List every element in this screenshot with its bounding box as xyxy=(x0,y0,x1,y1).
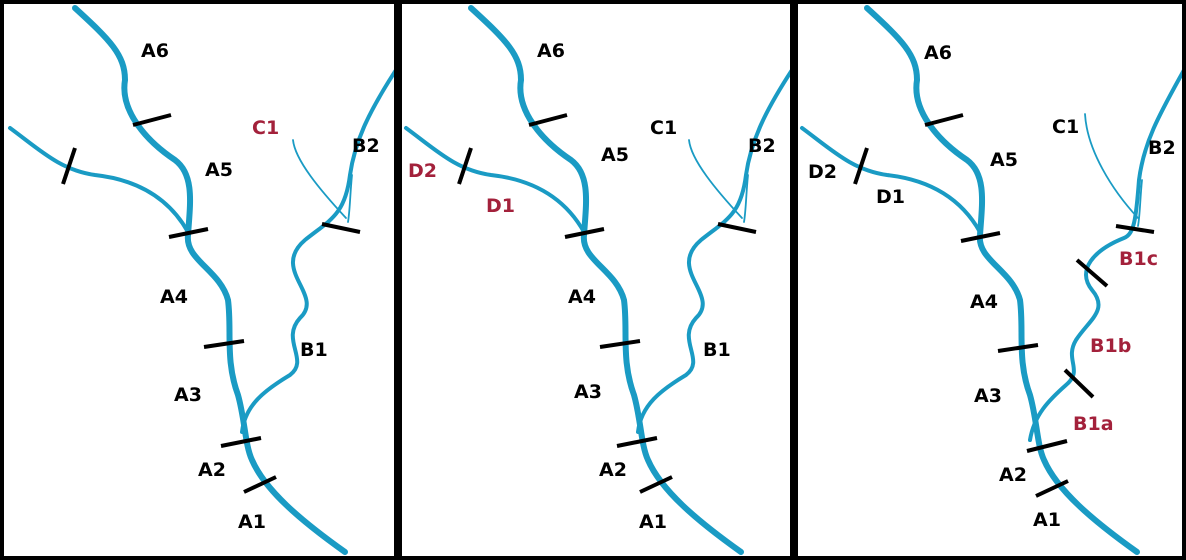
label-b2: B2 xyxy=(1148,137,1176,159)
stream-d xyxy=(8,126,190,234)
river-diagram-3: A6 A5 A4 A3 A2 A1 B1a B1b B1c B2 C1 D1 D… xyxy=(800,5,1182,555)
divider-d1-d2 xyxy=(61,147,77,185)
divider-a4-a5 xyxy=(168,227,209,239)
divider-a5-a6 xyxy=(528,113,568,127)
stream-c-2 xyxy=(347,174,353,223)
label-a3: A3 xyxy=(574,381,602,403)
stream-b xyxy=(240,69,394,434)
label-a2: A2 xyxy=(999,464,1027,486)
divider-a4-a5 xyxy=(564,227,605,239)
divider-b1c-b2 xyxy=(1115,224,1155,234)
label-a6: A6 xyxy=(537,40,565,62)
divider-d1-d2 xyxy=(457,147,473,185)
label-a4: A4 xyxy=(970,291,998,313)
stream-d xyxy=(404,126,586,234)
label-b1: B1 xyxy=(300,339,328,361)
label-a3: A3 xyxy=(974,385,1002,407)
label-a2: A2 xyxy=(198,459,226,481)
label-a5: A5 xyxy=(205,159,233,181)
label-a5: A5 xyxy=(601,144,629,166)
divider-a1-a2 xyxy=(1035,479,1069,498)
stream-d xyxy=(800,126,982,234)
divider-a4-a5 xyxy=(960,231,1001,243)
label-a3: A3 xyxy=(174,384,202,406)
stream-b xyxy=(1028,69,1182,442)
label-d1: D1 xyxy=(486,195,515,217)
divider-a1-a2 xyxy=(639,475,673,494)
label-a2: A2 xyxy=(599,459,627,481)
label-c1: C1 xyxy=(650,117,677,139)
divider-b1a-b1b xyxy=(1063,368,1095,399)
label-d2: D2 xyxy=(808,161,837,183)
divider-d1-d2 xyxy=(853,147,869,185)
stream-c-2 xyxy=(1137,179,1143,227)
label-c1: C1 xyxy=(1052,116,1079,138)
stream-b xyxy=(636,69,790,434)
divider-a2-a3 xyxy=(616,436,658,448)
divider-a5-a6 xyxy=(924,113,964,127)
panel-3: A6 A5 A4 A3 A2 A1 B1a B1b B1c B2 C1 D1 D… xyxy=(794,0,1186,560)
divider-b1-b2 xyxy=(321,222,361,234)
label-a6: A6 xyxy=(924,42,952,64)
divider-a5-a6 xyxy=(132,113,172,127)
label-b1: B1 xyxy=(703,339,731,361)
stream-c-1 xyxy=(688,139,743,219)
divider-a3-a4 xyxy=(997,343,1039,353)
panel-2: A6 A5 A4 A3 A2 A1 B1 B2 C1 D1 D2 xyxy=(398,0,794,560)
label-a4: A4 xyxy=(160,286,188,308)
label-b1b: B1b xyxy=(1090,335,1131,357)
stream-a xyxy=(468,5,744,555)
label-a4: A4 xyxy=(568,286,596,308)
river-diagram-1: A6 A5 A4 A3 A2 A1 B1 B2 C1 xyxy=(8,5,394,555)
label-a5: A5 xyxy=(990,149,1018,171)
label-b2: B2 xyxy=(748,135,776,157)
divider-a2-a3 xyxy=(220,436,262,448)
label-b2: B2 xyxy=(352,135,380,157)
river-diagram-2: A6 A5 A4 A3 A2 A1 B1 B2 C1 D1 D2 xyxy=(404,5,790,555)
divider-b1-b2 xyxy=(717,222,757,234)
label-b1a: B1a xyxy=(1073,413,1114,435)
stream-a xyxy=(864,5,1140,555)
stream-a xyxy=(72,5,348,555)
stream-c-1 xyxy=(292,139,347,219)
divider-a3-a4 xyxy=(203,339,245,349)
divider-a2-a3 xyxy=(1026,439,1068,453)
label-a1: A1 xyxy=(1033,509,1061,531)
label-c1: C1 xyxy=(252,117,279,139)
stream-c-1 xyxy=(1084,113,1139,219)
divider-a3-a4 xyxy=(599,339,641,349)
label-a1: A1 xyxy=(238,511,266,533)
divider-b1b-b1c xyxy=(1075,258,1109,288)
label-d2: D2 xyxy=(408,160,437,182)
label-b1c: B1c xyxy=(1119,248,1158,270)
divider-a1-a2 xyxy=(243,475,277,494)
label-a6: A6 xyxy=(141,40,169,62)
label-d1: D1 xyxy=(876,186,905,208)
panel-1: A6 A5 A4 A3 A2 A1 B1 B2 C1 xyxy=(0,0,398,560)
stream-c-2 xyxy=(743,174,749,223)
label-a1: A1 xyxy=(639,511,667,533)
